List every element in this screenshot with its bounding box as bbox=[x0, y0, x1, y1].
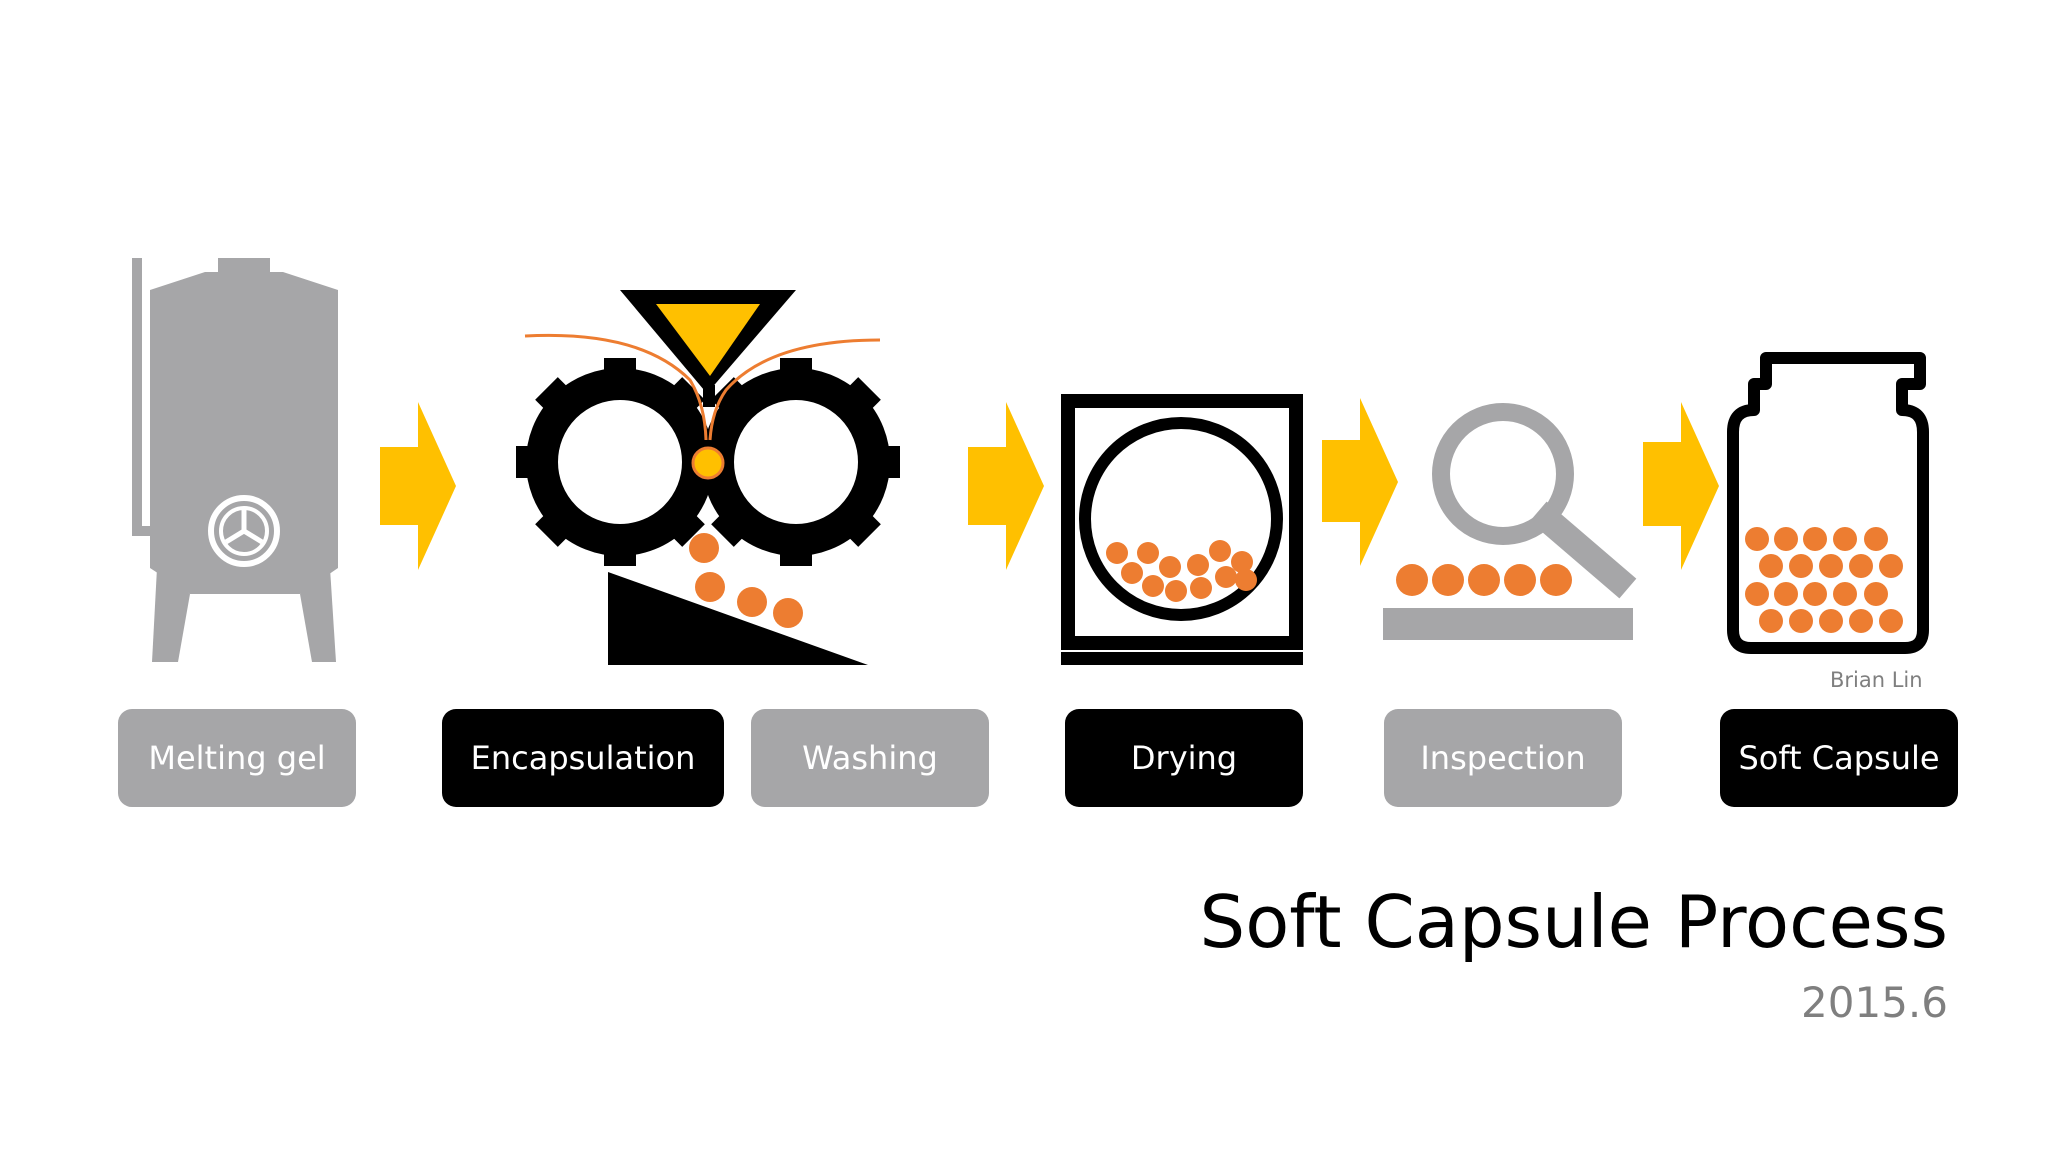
gear-rollers-icon bbox=[516, 290, 900, 566]
step-label-encapsulation: Encapsulation bbox=[442, 709, 724, 807]
step-label-soft-capsule: Soft Capsule bbox=[1720, 709, 1958, 807]
step-label-washing: Washing bbox=[751, 709, 989, 807]
diagram-title: Soft Capsule Process bbox=[1199, 880, 1948, 964]
step-label-inspection: Inspection bbox=[1384, 709, 1622, 807]
slide-icon bbox=[608, 533, 868, 665]
magnifier-icon bbox=[1383, 403, 1637, 640]
drum-dryer-icon bbox=[1061, 394, 1303, 665]
arrow-2-icon bbox=[968, 402, 1044, 570]
arrow-1-icon bbox=[380, 402, 456, 570]
step-label-melting-gel: Melting gel bbox=[118, 709, 356, 807]
author-credit: Brian Lin bbox=[1830, 668, 1923, 692]
tank-icon bbox=[132, 258, 338, 662]
arrow-4-icon bbox=[1643, 402, 1719, 570]
step-label-drying: Drying bbox=[1065, 709, 1303, 807]
arrow-3-icon bbox=[1322, 398, 1398, 566]
jar-icon bbox=[1727, 352, 1929, 654]
diagram-date: 2015.6 bbox=[1801, 978, 1948, 1027]
